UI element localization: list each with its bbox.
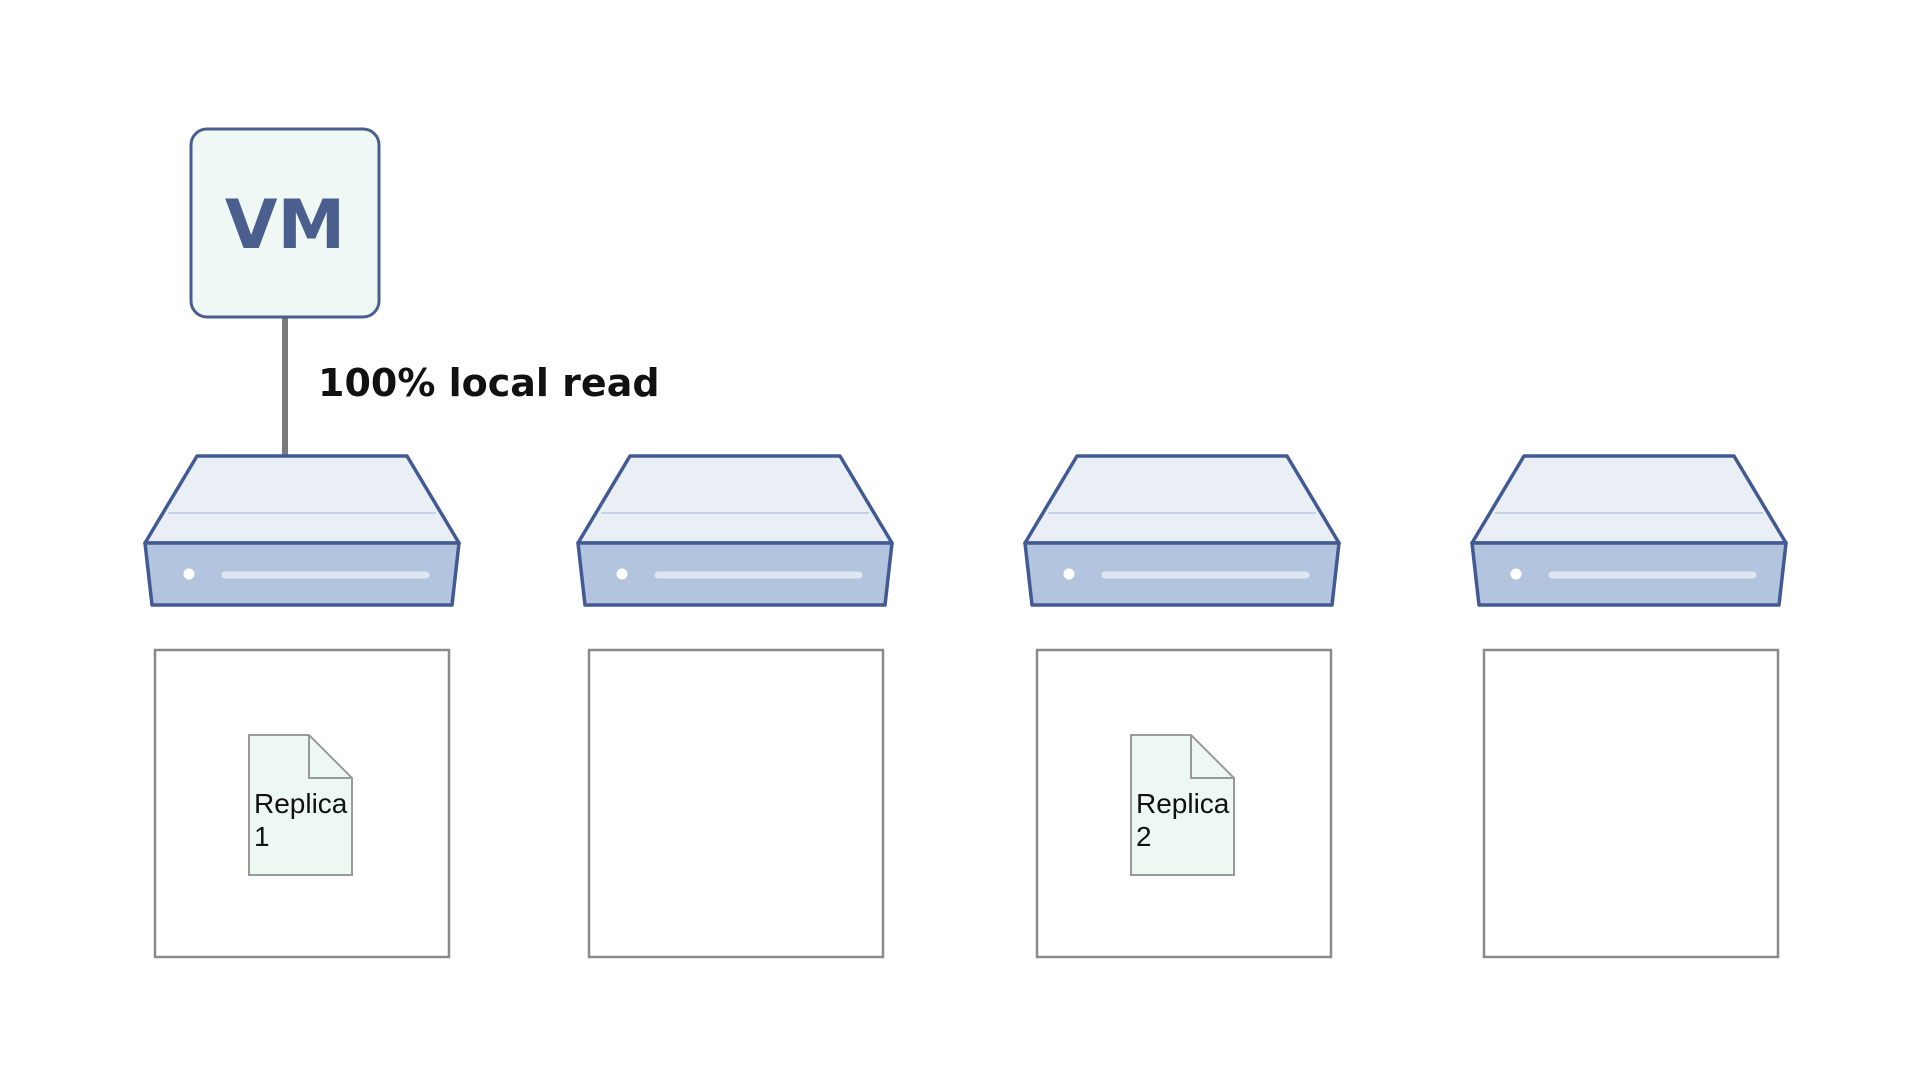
server-3-top xyxy=(1023,454,1341,545)
replica-label-line1: Replica xyxy=(254,788,348,819)
replica-document-2: Replica 2 xyxy=(1130,734,1235,876)
replica-document-icon xyxy=(248,734,353,876)
server-4-top xyxy=(1470,454,1788,545)
disk-row: Replica 1 Replica 2 xyxy=(153,648,1780,959)
server-2 xyxy=(576,454,894,607)
server-4 xyxy=(1470,454,1788,607)
server-3-led xyxy=(1063,568,1075,580)
replica-document-1: Replica 1 xyxy=(248,734,353,876)
vm-box xyxy=(189,127,381,319)
replica-document-fold xyxy=(308,735,352,779)
server-row xyxy=(143,454,1788,607)
replica-label-line2: 1 xyxy=(254,821,270,852)
disk-box-2 xyxy=(587,648,885,959)
replica-label-line2: 2 xyxy=(1136,821,1152,852)
server-1-led xyxy=(183,568,195,580)
server-1-top xyxy=(143,454,461,545)
vm-node: VM xyxy=(189,127,381,319)
server-2-top xyxy=(576,454,894,545)
replica-document-icon xyxy=(1130,734,1235,876)
server-2-led xyxy=(616,568,628,580)
disk-box-4 xyxy=(1482,648,1780,959)
replica-document-fold xyxy=(1190,735,1234,779)
replica-label-line1: Replica xyxy=(1136,788,1230,819)
server-4-led xyxy=(1510,568,1522,580)
server-3 xyxy=(1023,454,1341,607)
local-read-label: 100% local read xyxy=(318,361,660,405)
vm-label: VM xyxy=(225,186,345,265)
server-1 xyxy=(143,454,461,607)
